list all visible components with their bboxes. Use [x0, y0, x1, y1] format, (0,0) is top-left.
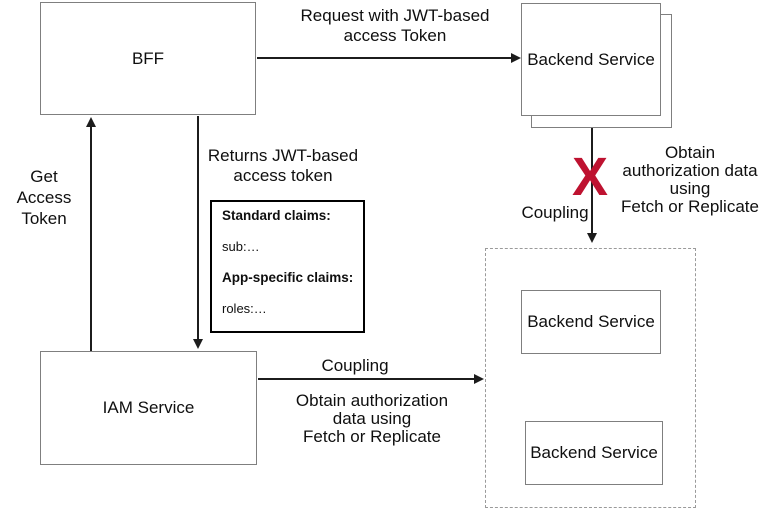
arrowhead-down-icon	[587, 233, 597, 243]
iam-service-node: IAM Service	[40, 351, 257, 465]
standard-claims-heading: Standard claims:	[222, 208, 331, 223]
backend-service-stack-label: Backend Service	[527, 49, 655, 69]
iam-service-label: IAM Service	[102, 398, 195, 417]
app-claims-heading: App-specific claims:	[222, 270, 354, 285]
backend-service-1-label: Backend Service	[527, 312, 655, 331]
request-label: Request with JWT-based access Token	[300, 6, 490, 45]
get-access-token-label: Get Access Token	[16, 167, 72, 228]
arrowhead-up-icon	[86, 117, 96, 127]
arrowhead-right-icon	[511, 53, 521, 63]
backend-service-2-label: Backend Service	[530, 443, 658, 462]
obtain-backend-label: Obtain authorization data using Fetch or…	[621, 143, 759, 216]
arrowhead-down-icon	[193, 339, 203, 349]
bff-label: BFF	[131, 48, 165, 68]
backend-service-1-node: Backend Service	[521, 290, 661, 354]
arrowhead-right-icon	[474, 374, 484, 384]
edge-bff-to-iam	[197, 116, 199, 339]
returns-token-label: Returns JWT-based access token	[207, 146, 359, 185]
backend-service-2-node: Backend Service	[525, 421, 663, 485]
app-claims-item: roles:…	[222, 301, 267, 316]
edge-bff-to-backend	[257, 57, 511, 59]
standard-claims-item: sub:…	[222, 239, 260, 254]
edge-iam-to-group	[258, 378, 474, 380]
coupling-iam-label: Coupling	[321, 356, 389, 375]
backend-service-stack-node: Backend Service	[521, 3, 661, 116]
edge-backend-to-group	[591, 128, 593, 233]
blocked-x-icon: X	[571, 147, 609, 207]
edge-iam-to-bff	[90, 127, 92, 351]
coupling-backend-label: Coupling	[521, 203, 589, 222]
bff-node: BFF	[40, 2, 256, 115]
obtain-iam-label: Obtain authorization data using Fetch or…	[295, 391, 449, 446]
jwt-claims-box: Standard claims: sub:… App-specific clai…	[210, 200, 365, 333]
